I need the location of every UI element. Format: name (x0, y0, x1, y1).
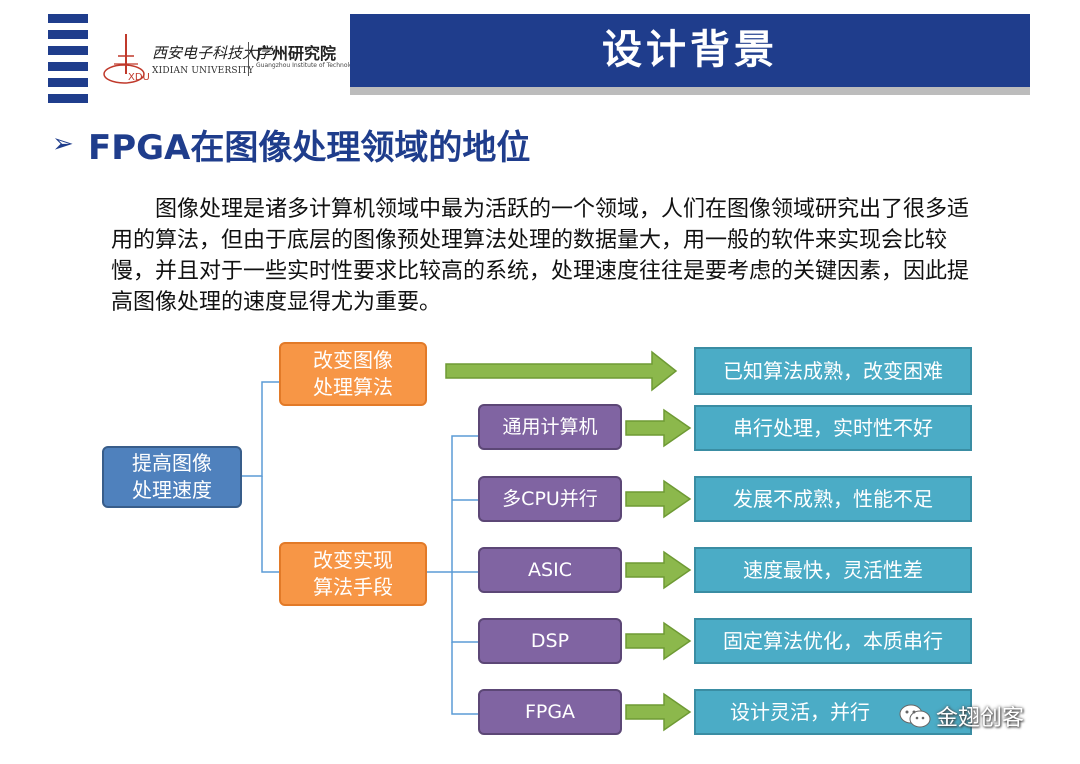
root-node-label: 提高图像 处理速度 (132, 451, 212, 502)
option-result-label: 固定算法优化，本质串行 (723, 628, 943, 653)
option-result-label: 设计灵活，并行 (730, 699, 870, 724)
institute-name-en: Guangzhou Institute of Technology (256, 62, 361, 69)
university-logo: XDU 西安电子科技大学 XIDIAN UNIVERSITY 广州研究院 Gua… (96, 28, 360, 96)
arrow-opt1-icon (625, 408, 692, 448)
arrow-opt5-icon (625, 692, 692, 732)
option-result-label: 速度最快，灵活性差 (743, 557, 923, 582)
university-emblem-icon: XDU (103, 34, 150, 84)
option-result: 固定算法优化，本质串行 (694, 618, 972, 664)
watermark-text: 金翅创客 (936, 706, 1025, 731)
connector-root-branch2 (261, 476, 282, 573)
option-result: 串行处理，实时性不好 (694, 405, 972, 451)
branch1-node-label: 改变图像 处理算法 (313, 348, 393, 399)
watermark: 金翅创客 (898, 700, 1024, 732)
university-name-cn: 西安电子科技大学 (152, 44, 273, 62)
arrow-branch1-result-icon (445, 350, 678, 392)
option-fpga: FPGA (478, 689, 622, 735)
arrow-opt3-icon (625, 550, 692, 590)
branch1-result-label: 已知算法成熟，改变困难 (723, 358, 943, 383)
slide-title: 设计背景 (602, 27, 778, 73)
option-dsp: DSP (478, 618, 622, 664)
wechat-icon (899, 704, 931, 728)
intro-paragraph: 图像处理是诸多计算机领域中最为活跃的一个领域，人们在图像领域研究出了很多适用的算… (111, 194, 971, 318)
arrow-opt2-icon (625, 479, 692, 519)
heading-arrow-icon: ➢ (52, 129, 74, 159)
option-result-label: 发展不成熟，性能不足 (733, 486, 933, 511)
option-general-computer: 通用计算机 (478, 404, 622, 450)
banner-shadow (350, 87, 1030, 95)
branch2-node: 改变实现 算法手段 (279, 542, 427, 606)
title-banner: 设计背景 (350, 14, 1030, 87)
option-label: 通用计算机 (502, 415, 598, 438)
institute-name-cn: 广州研究院 (256, 44, 337, 63)
header-stripes (48, 14, 88, 104)
branch1-result: 已知算法成熟，改变困难 (694, 347, 972, 395)
option-label: FPGA (524, 700, 576, 723)
root-node: 提高图像 处理速度 (102, 446, 242, 508)
section-heading-text: FPGA在图像处理领域的地位 (88, 127, 531, 168)
option-label: ASIC (528, 558, 572, 581)
intro-paragraph-text: 图像处理是诸多计算机领域中最为活跃的一个领域，人们在图像领域研究出了很多适用的算… (111, 197, 970, 315)
connector-branch2-opt5 (451, 642, 478, 715)
connector-root-branch1 (241, 381, 282, 477)
section-heading: ➢ FPGA在图像处理领域的地位 (52, 118, 530, 170)
svg-text:XDU: XDU (128, 72, 150, 83)
logo-divider (248, 42, 249, 76)
branch1-node: 改变图像 处理算法 (279, 342, 427, 406)
option-result: 发展不成熟，性能不足 (694, 476, 972, 522)
connector-branch2-opt1 (426, 435, 478, 573)
option-label: DSP (530, 629, 570, 652)
branch2-node-label: 改变实现 算法手段 (313, 548, 393, 599)
option-multi-cpu: 多CPU并行 (478, 476, 622, 522)
connector-branch2-opt4 (451, 572, 478, 643)
university-name-en: XIDIAN UNIVERSITY (152, 66, 254, 76)
option-result: 速度最快，灵活性差 (694, 547, 972, 593)
option-label: 多CPU并行 (502, 487, 598, 510)
arrow-opt4-icon (625, 621, 692, 661)
option-result-label: 串行处理，实时性不好 (733, 415, 933, 440)
option-asic: ASIC (478, 547, 622, 593)
